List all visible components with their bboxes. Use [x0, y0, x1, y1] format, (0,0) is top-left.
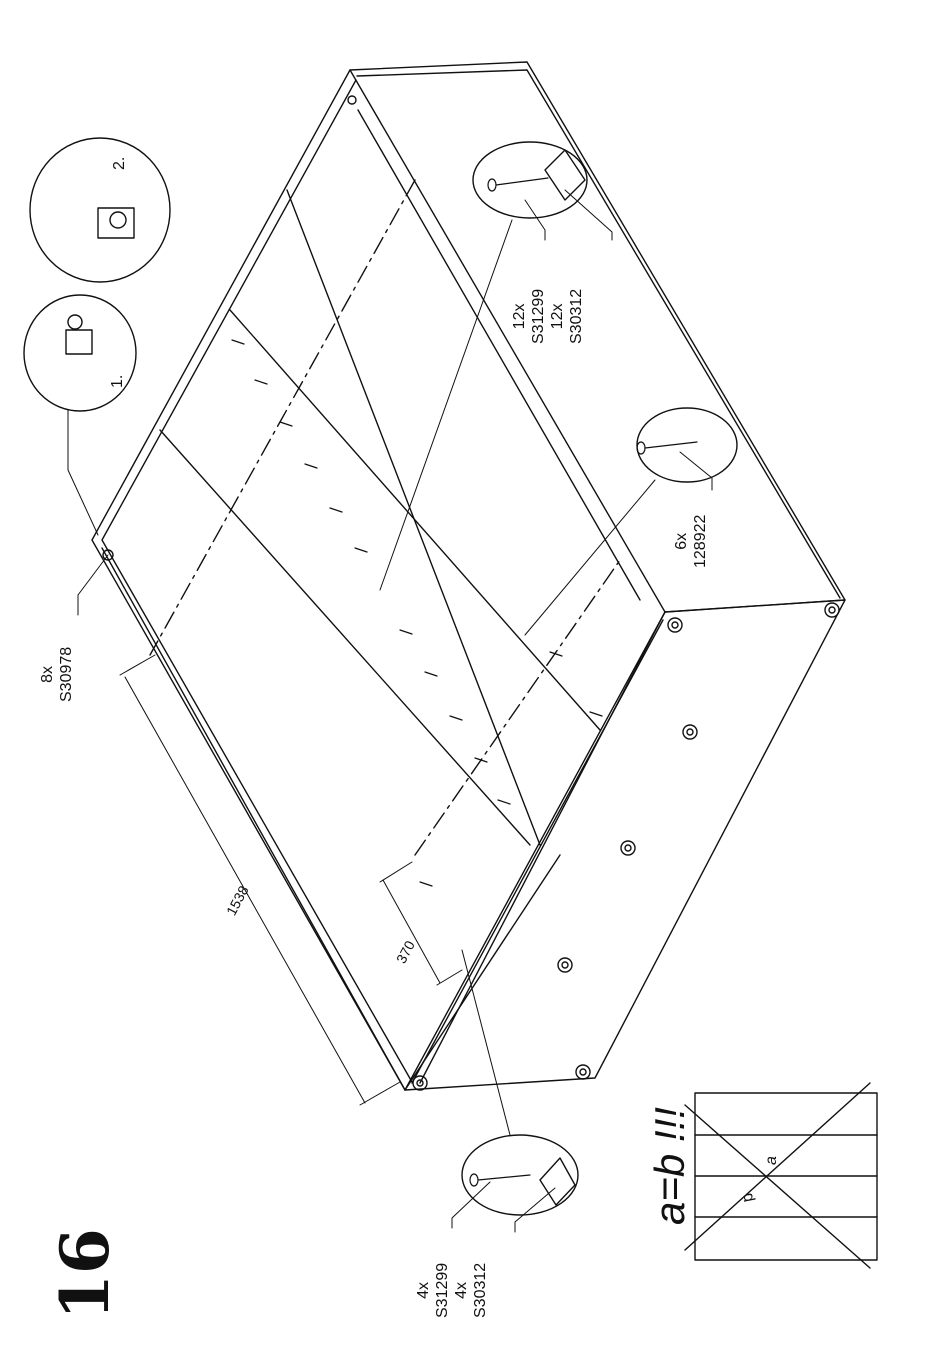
part-quantity: 12x — [548, 289, 567, 344]
diagonal-check-text: a=b !!! — [648, 1107, 692, 1225]
cabinet-end-panel-front — [405, 600, 845, 1090]
cabinet-side-panel — [92, 70, 412, 1090]
part-code: S30312 — [567, 289, 586, 344]
nail-bracket-detail-bottom — [462, 1135, 578, 1215]
part-callout-bottom-left: 4x S31299 4x S30312 — [414, 1263, 490, 1318]
part-code: S30312 — [471, 1263, 490, 1318]
nail-marks — [232, 340, 602, 886]
dimension-1538 — [120, 655, 400, 1105]
detail-step-2: 2. — [110, 157, 129, 170]
part-callout-top-right: 12x S31299 12x S30312 — [510, 289, 586, 344]
diagonal-label-a: a — [762, 1156, 781, 1165]
screw-icon — [66, 208, 134, 354]
part-quantity: 4x — [414, 1263, 433, 1318]
diagonal-label-b: b — [739, 1193, 758, 1202]
step-number: 16 — [52, 1228, 118, 1320]
part-code: S31299 — [433, 1263, 452, 1318]
detail-circle-step1 — [24, 295, 136, 411]
part-callout-middle-right: 6x 128922 — [672, 515, 710, 568]
cam-locks — [103, 96, 839, 1090]
detail-step-1: 1. — [108, 375, 127, 388]
part-quantity: 4x — [452, 1263, 471, 1318]
detail-circle-step2 — [30, 138, 170, 282]
diagonal-check-box — [685, 1083, 877, 1268]
part-code: S31299 — [529, 289, 548, 344]
part-quantity: 8x — [38, 647, 57, 702]
part-callout-top-left: 8x S30978 — [38, 647, 76, 702]
nail-detail-middle — [637, 408, 737, 482]
part-code: 128922 — [691, 515, 710, 568]
part-code: S30978 — [57, 647, 76, 702]
part-quantity: 6x — [672, 515, 691, 568]
part-quantity: 12x — [510, 289, 529, 344]
dimension-370 — [380, 862, 462, 985]
